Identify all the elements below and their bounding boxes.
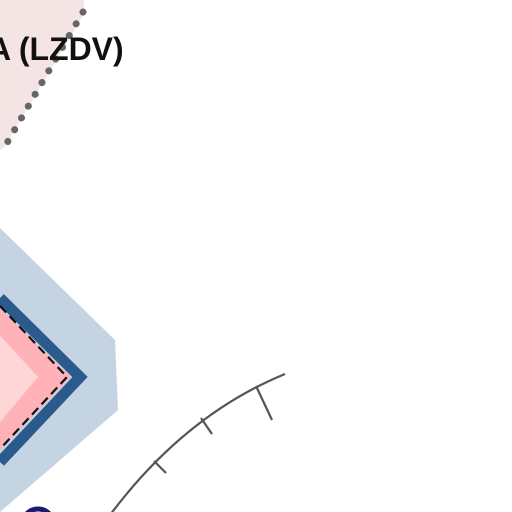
restricted-area-border (0, 8, 87, 152)
compass-arc (110, 372, 286, 512)
airspace-label: A (LZDV) (0, 31, 124, 67)
zone-core (0, 335, 38, 423)
navaid-point-icon[interactable] (24, 506, 52, 512)
zone-dashed-outline (0, 305, 69, 450)
restricted-area[interactable] (0, 0, 84, 155)
zone-border (0, 294, 88, 466)
compass-tick (153, 460, 167, 474)
compass-tick (200, 417, 213, 435)
compass-tick (255, 385, 273, 421)
